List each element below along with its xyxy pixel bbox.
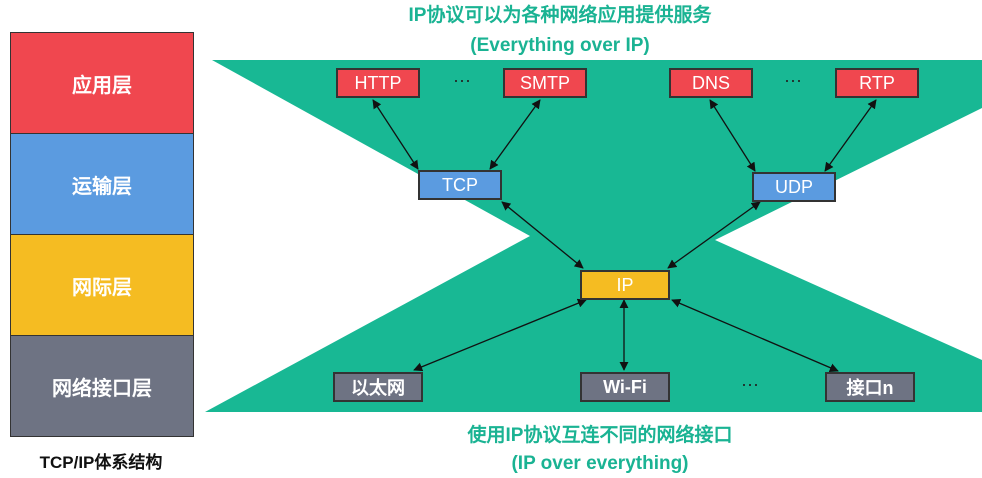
- arrow-ip-ethernet: [413, 298, 587, 372]
- protocol-udp: UDP: [752, 172, 836, 202]
- arrow-tcp-ip: [501, 201, 584, 269]
- arrow-dns-udp: [709, 99, 756, 172]
- ellipsis-app-right: ···: [784, 70, 802, 90]
- protocol-ip: IP: [580, 270, 670, 300]
- top-title-line2: (Everything over IP): [470, 35, 650, 56]
- layer-network-interface: 网络接口层: [11, 336, 193, 436]
- layer-transport: 运输层: [11, 134, 193, 235]
- protocol-rtp: RTP: [835, 68, 919, 98]
- arrow-ip-interface-n: [671, 299, 839, 372]
- protocol-smtp: SMTP: [503, 68, 587, 98]
- interface-ethernet: 以太网: [333, 372, 423, 402]
- protocol-http: HTTP: [336, 68, 420, 98]
- top-title: IP协议可以为各种网络应用提供服务 (Everything over IP): [320, 1, 800, 61]
- layer-internet: 网际层: [11, 235, 193, 336]
- arrow-smtp-tcp: [489, 99, 541, 170]
- protocol-tcp: TCP: [418, 170, 502, 200]
- interface-n: 接口n: [825, 372, 915, 402]
- ellipsis-app-left: ···: [453, 70, 471, 90]
- bottom-title-line1: 使用IP协议互连不同的网络接口: [467, 425, 733, 446]
- arrow-http-tcp: [372, 99, 419, 170]
- hourglass-shape: [205, 60, 982, 412]
- ellipsis-link: ···: [741, 374, 759, 394]
- connection-arrows: [372, 99, 877, 372]
- top-title-line1: IP协议可以为各种网络应用提供服务: [408, 5, 712, 26]
- protocol-dns: DNS: [669, 68, 753, 98]
- bottom-title: 使用IP协议互连不同的网络接口 (IP over everything): [360, 422, 840, 478]
- arrow-udp-ip: [667, 201, 761, 269]
- layer-application: 应用层: [11, 33, 193, 134]
- bottom-title-line2: (IP over everything): [511, 453, 689, 474]
- arrow-rtp-udp: [824, 99, 877, 172]
- tcpip-layer-stack: 应用层 运输层 网际层 网络接口层: [10, 32, 194, 437]
- stack-caption: TCP/IP体系结构: [39, 453, 163, 472]
- interface-wifi: Wi-Fi: [580, 372, 670, 402]
